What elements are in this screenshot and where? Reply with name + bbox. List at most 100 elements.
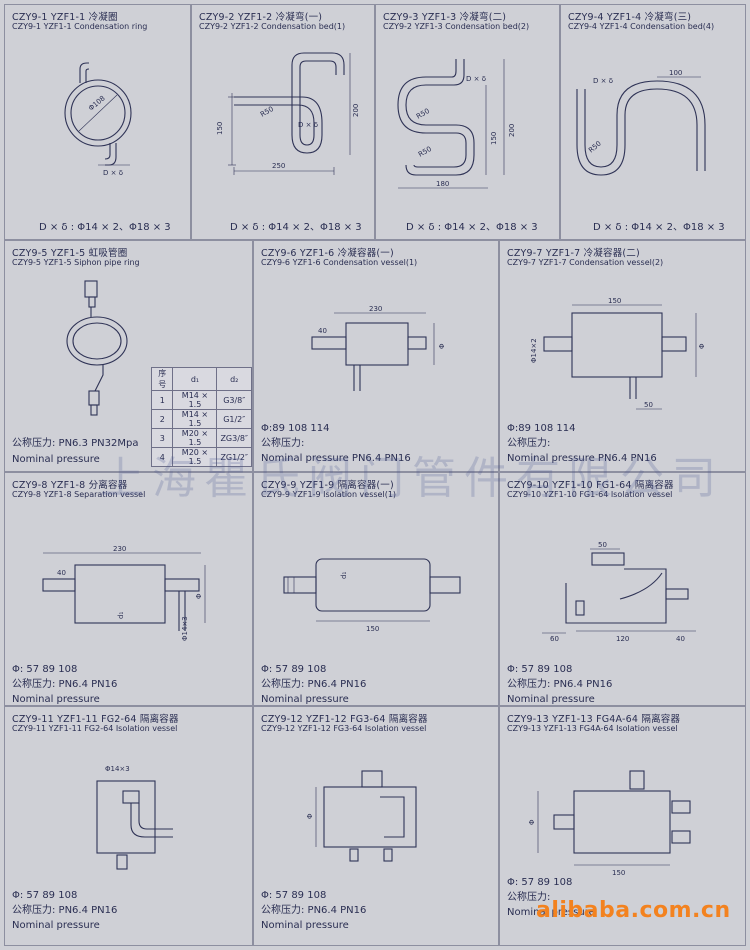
table-cell: 2	[150, 409, 174, 429]
item-phi: Φ: 57 89 108	[261, 664, 327, 675]
item-pressure: 公称压力: PN6.4 PN16	[507, 679, 613, 690]
dim-d-delta: D × δ	[593, 77, 613, 85]
item-phi: Φ:89 108 114	[261, 423, 330, 434]
item-isolation-vessel-fg4a: CZY9-13 YZF1-13 FG4A-64 隔离容器 CZY9-13 YZF…	[499, 706, 746, 946]
isolation-vessel-fg2-drawing: Φ14×3	[96, 765, 173, 870]
item-nominal: Nominal pressure	[507, 907, 595, 918]
dim-d-delta: D × δ	[466, 75, 486, 83]
isolation-vessel-fg4a-drawing: Φ 150	[528, 770, 691, 877]
dim-phi14x3: Φ14×3	[181, 616, 189, 641]
item-nominal: Nominal pressure PN6.4 PN16	[261, 453, 411, 464]
condensation-vessel-2-drawing: 150 Φ14×2 Φ 50	[530, 297, 706, 410]
dim-r50-b: R50	[417, 145, 433, 159]
item-condensation-vessel-1: CZY9-6 YZF1-6 冷凝容器(一) CZY9-6 YZF1-6 Cond…	[253, 240, 499, 472]
item-pressure: 公称压力:	[261, 438, 305, 449]
item-subtitle: CZY9-6 YZF1-6 Condensation vessel(1)	[261, 258, 418, 267]
item-subtitle: CZY9-7 YZF1-7 Condensation vessel(2)	[507, 258, 664, 267]
dim-phi: Φ	[698, 343, 706, 349]
dim-phi14: Φ14×2	[530, 338, 538, 363]
table-cell: ZG3/8″	[216, 428, 252, 448]
dim-250: 250	[272, 162, 285, 170]
dim-150: 150	[612, 869, 625, 877]
item-phi: Φ: 57 89 108	[507, 664, 573, 675]
item-spec: D × δ : Φ14 × 2、Φ18 × 3	[39, 222, 171, 233]
dim-180: 180	[436, 180, 449, 188]
item-title: CZY9-8 YZF1-8 分离容器	[12, 480, 128, 491]
dim-r50: R50	[259, 105, 275, 119]
item-subtitle: CZY9-5 YZF1-5 Siphon pipe ring	[12, 258, 140, 267]
dim-d-delta: D × δ	[103, 169, 123, 177]
item-pressure: 公称压力:	[507, 438, 551, 449]
item-nominal: Nominal pressure PN6.4 PN16	[507, 453, 657, 464]
item-isolation-vessel-fg3: CZY9-12 YZF1-12 FG3-64 隔离容器 CZY9-12 YZF1…	[253, 706, 499, 946]
siphon-ring-drawing	[66, 280, 128, 416]
item-subtitle: CZY9-9 YZF1-9 Isolation vessel(1)	[261, 490, 397, 499]
item-phi: Φ: 57 89 108	[261, 890, 327, 901]
item-pressure: 公称压力: PN6.4 PN16	[12, 679, 118, 690]
dim-120: 120	[616, 635, 629, 643]
item-phi: Φ: 57 89 108	[507, 877, 573, 888]
table-header: 序号	[150, 367, 174, 391]
table-header: d₂	[216, 367, 252, 391]
item-subtitle: CZY9-12 YZF1-12 FG3-64 Isolation vessel	[261, 724, 427, 733]
item-condensation-bed-1: CZY9-2 YZF1-2 冷凝弯(一) CZY9-2 YZF1-2 Conde…	[191, 4, 375, 240]
separation-vessel-drawing: 230 40 d₁ Φ Φ14×3	[42, 545, 206, 641]
dim-40: 40	[318, 327, 327, 335]
isolation-vessel-fg3-drawing: Φ	[306, 770, 417, 862]
condensation-bed-2-drawing: D × δ R50 R50 150 200 180	[397, 59, 516, 189]
item-isolation-vessel-1: CZY9-9 YZF1-9 隔离容器(一) CZY9-9 YZF1-9 Isol…	[253, 472, 499, 706]
dim-40: 40	[676, 635, 685, 643]
item-spec: D × δ : Φ14 × 2、Φ18 × 3	[593, 222, 725, 233]
item-siphon-pipe-ring: CZY9-5 YZF1-5 虹吸管圈 CZY9-5 YZF1-5 Siphon …	[4, 240, 253, 472]
dim-50: 50	[644, 401, 653, 409]
dim-200: 200	[352, 104, 360, 117]
item-spec: D × δ : Φ14 × 2、Φ18 × 3	[230, 222, 362, 233]
table-cell: G3/8″	[216, 390, 252, 410]
item-pressure: 公称压力: PN6.4 PN16	[12, 905, 118, 916]
item-title: CZY9-9 YZF1-9 隔离容器(一)	[261, 480, 394, 491]
item-subtitle: CZY9-4 YZF1-4 Condensation bed(4)	[568, 22, 715, 31]
item-title: CZY9-4 YZF1-4 冷凝弯(三)	[568, 12, 692, 23]
item-title: CZY9-10 YZF1-10 FG1-64 隔离容器	[507, 480, 674, 491]
dim-diameter: Φ108	[87, 94, 107, 112]
item-condensation-ring: CZY9-1 YZF1-1 冷凝圈 CZY9-1 YZF1-1 Condensa…	[4, 4, 191, 240]
dim-d1: d₁	[117, 612, 125, 619]
item-nominal: Nominal pressure	[12, 454, 100, 465]
table-header-row: 序号 d₁ d₂	[150, 367, 252, 391]
item-title: CZY9-2 YZF1-2 冷凝弯(一)	[199, 12, 323, 23]
dim-150: 150	[216, 122, 224, 135]
item-title: CZY9-3 YZF1-3 冷凝弯(二)	[383, 12, 507, 23]
item-condensation-bed-3: CZY9-4 YZF1-4 冷凝弯(三) CZY9-4 YZF1-4 Conde…	[560, 4, 746, 240]
dim-230: 230	[369, 305, 382, 313]
item-phi: Φ: 57 89 108	[12, 664, 78, 675]
isolation-vessel-fg1-drawing: 50 60 120 40	[542, 541, 696, 643]
item-isolation-vessel-fg2: CZY9-11 YZF1-11 FG2-64 隔离容器 CZY9-11 YZF1…	[4, 706, 253, 946]
item-title: CZY9-12 YZF1-12 FG3-64 隔离容器	[261, 714, 428, 725]
item-nominal: Nominal pressure	[12, 694, 100, 705]
item-title: CZY9-5 YZF1-5 虹吸管圈	[12, 248, 128, 259]
item-subtitle: CZY9-10 YZF1-10 FG1-64 Isolation vessel	[507, 490, 673, 499]
item-subtitle: CZY9-2 YZF1-2 Condensation bed(1)	[199, 22, 346, 31]
item-subtitle: CZY9-8 YZF1-8 Separation vessel	[12, 490, 146, 499]
item-subtitle: CZY9-1 YZF1-1 Condensation ring	[12, 22, 148, 31]
item-subtitle: CZY9-13 YZF1-13 FG4A-64 Isolation vessel	[507, 724, 678, 733]
item-pressure: 公称压力:	[507, 892, 551, 903]
dim-d1: d₁	[340, 572, 348, 579]
dim-phi: Φ	[195, 593, 203, 599]
item-pressure: 公称压力: PN6.4 PN16	[261, 679, 367, 690]
item-phi: Φ:89 108 114	[507, 423, 576, 434]
item-condensation-vessel-2: CZY9-7 YZF1-7 冷凝容器(二) CZY9-7 YZF1-7 Cond…	[499, 240, 746, 472]
dim-phi14x3: Φ14×3	[105, 765, 130, 773]
dim-50: 50	[598, 541, 607, 549]
dim-150: 150	[366, 625, 379, 633]
item-spec: D × δ : Φ14 × 2、Φ18 × 3	[406, 222, 538, 233]
dim-r50: R50	[587, 140, 603, 155]
dim-60: 60	[550, 635, 559, 643]
dim-230: 230	[113, 545, 126, 553]
dim-100: 100	[669, 69, 682, 77]
isolation-vessel-1-drawing: d₁ 150	[283, 558, 461, 633]
